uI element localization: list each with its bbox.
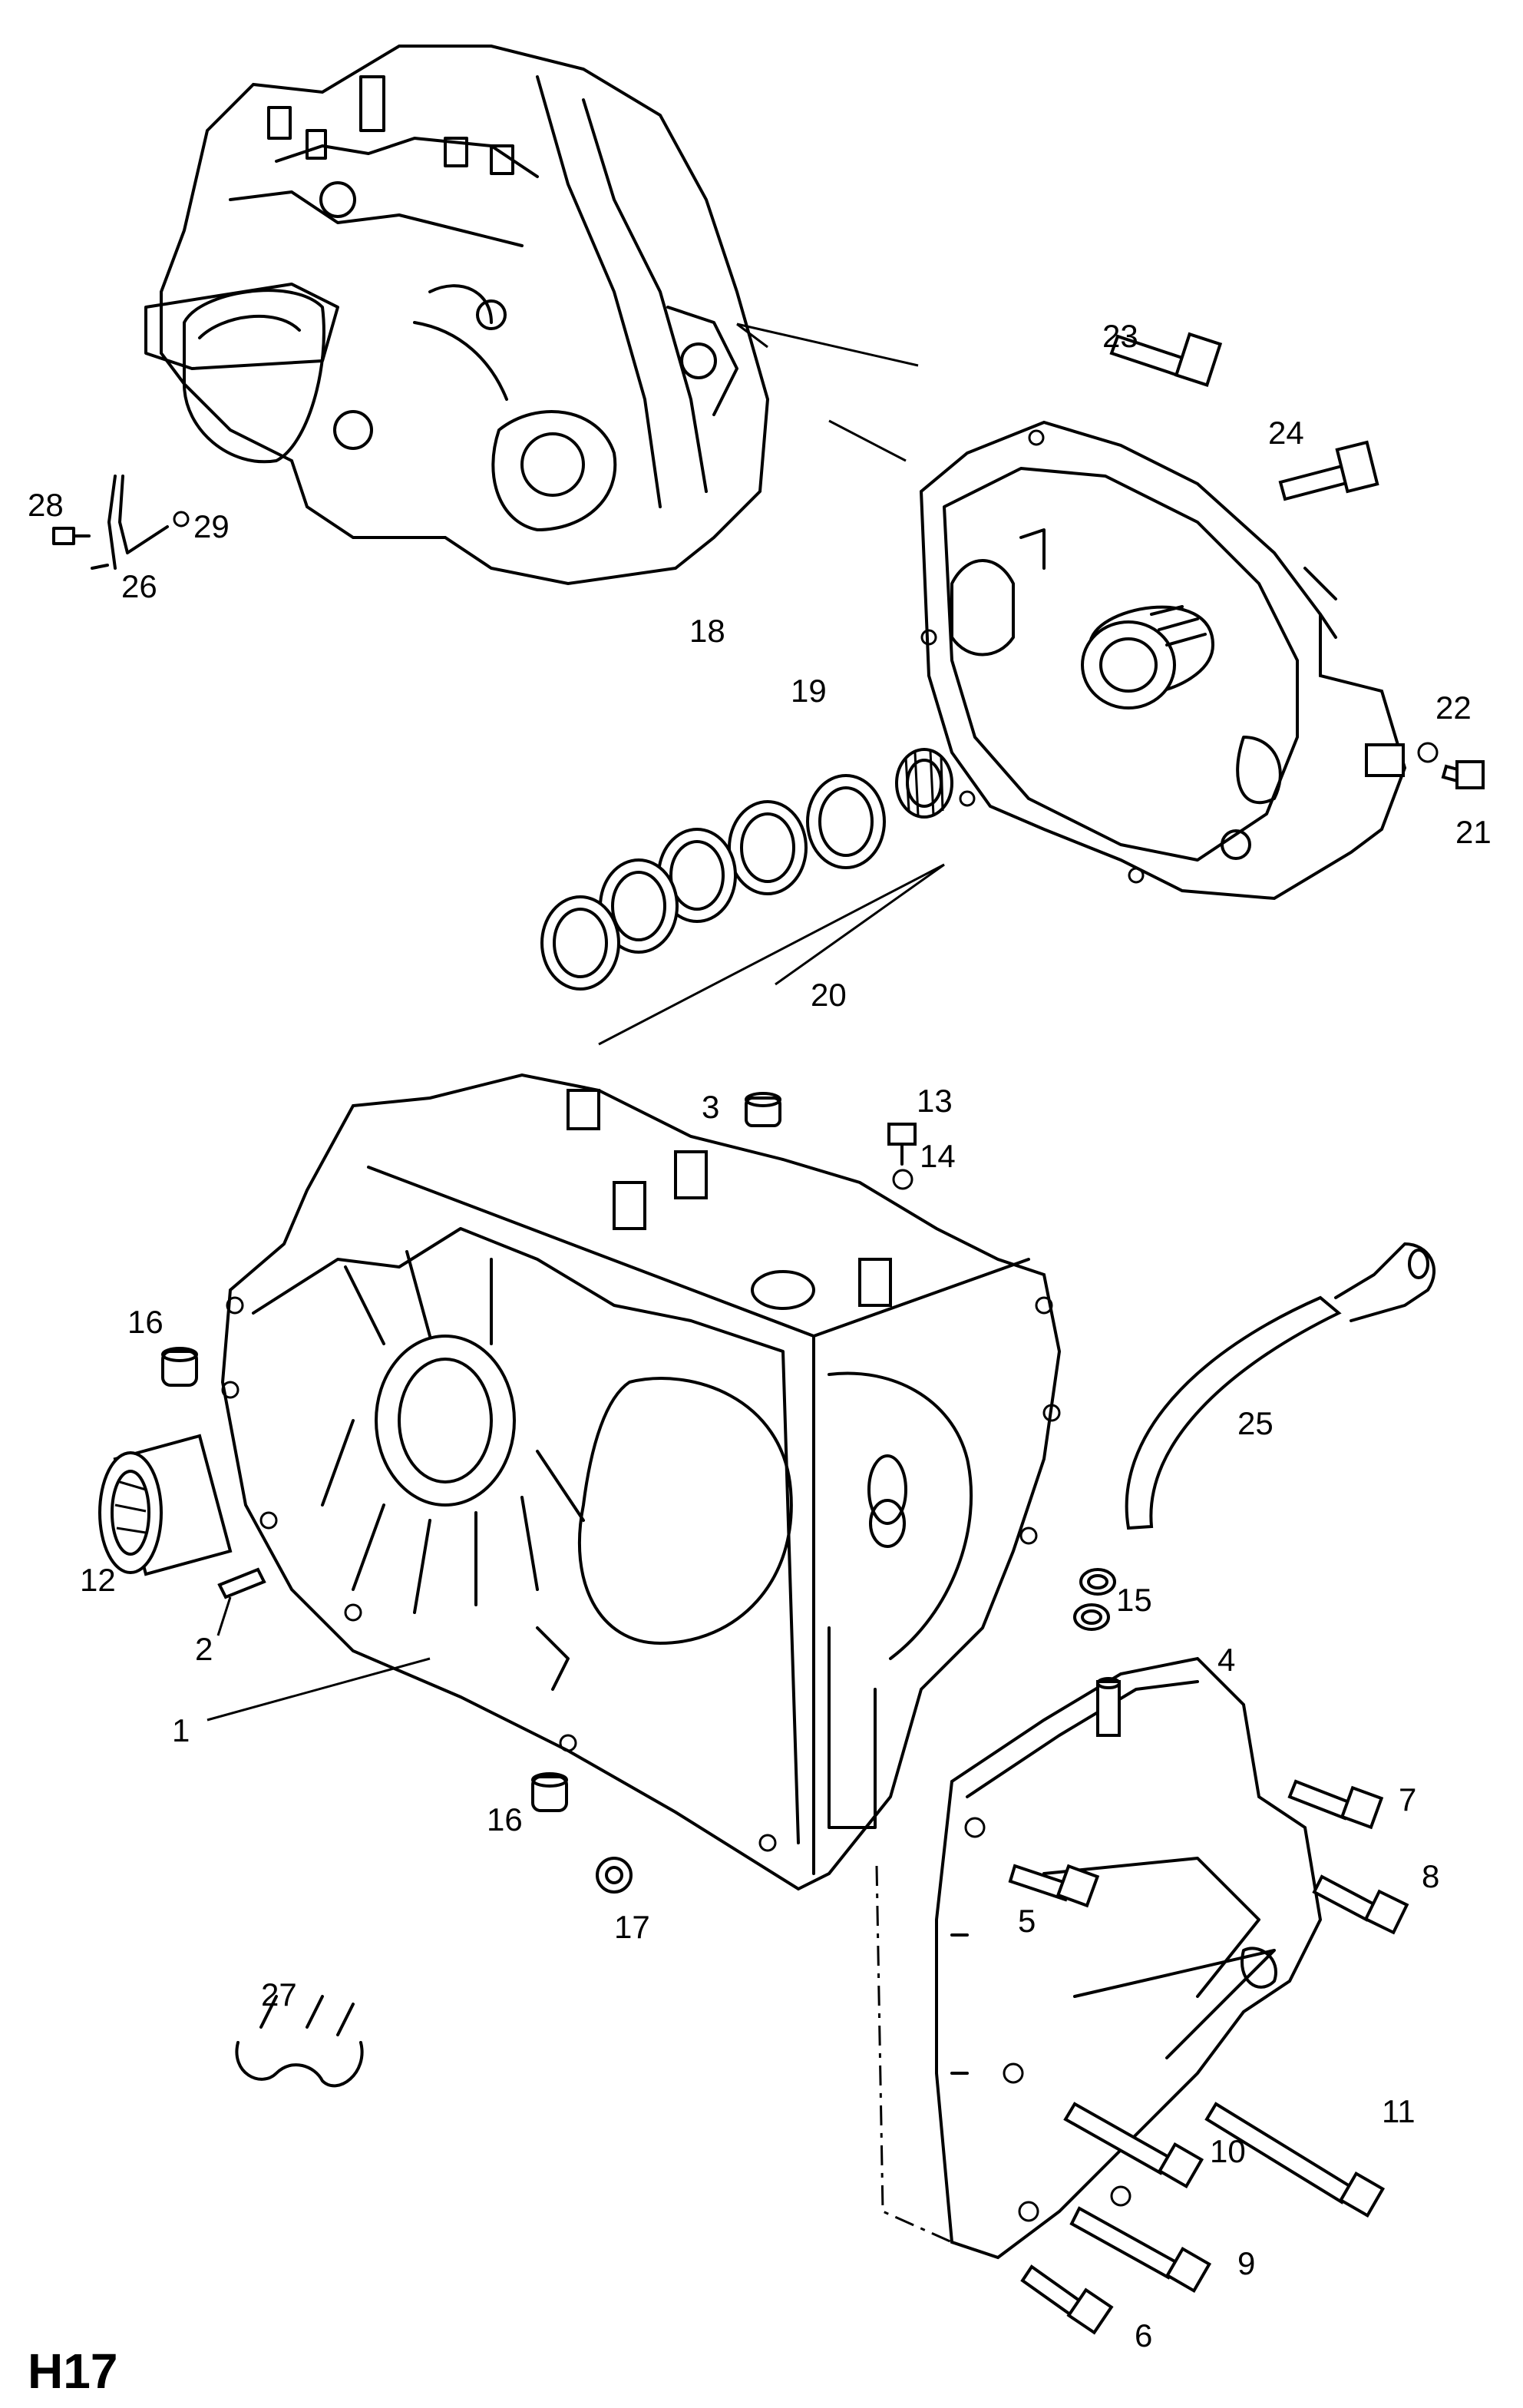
shims-20 <box>540 774 886 991</box>
dowel-pin-2 <box>217 1567 266 1599</box>
needle-bearing-19 <box>895 748 953 819</box>
bolt-6 <box>1020 2264 1114 2335</box>
callout-17: 17 <box>614 1909 650 1945</box>
callout-27: 27 <box>261 1976 297 2013</box>
callout-6: 6 <box>1135 2317 1152 2353</box>
bolt-10 <box>1063 2102 1204 2189</box>
bolt-5 <box>1008 1864 1100 1908</box>
o-ring-29 <box>173 511 190 528</box>
callout-22: 22 <box>1435 690 1472 726</box>
o-ring-14 <box>892 1169 913 1190</box>
bolt-9 <box>1069 2206 1212 2294</box>
page-reference: H17 <box>28 2344 117 2399</box>
callout-13: 13 <box>917 1083 953 1119</box>
bolt-11 <box>1204 2102 1386 2218</box>
side-cover-4 <box>935 1656 1323 2260</box>
callout-2: 2 <box>195 1631 213 1667</box>
breather-hose-25 <box>1125 1242 1436 1530</box>
bolt-23 <box>1109 332 1223 387</box>
bearing-12 <box>98 1434 233 1576</box>
seals-15 <box>1073 1568 1116 1631</box>
callout-5: 5 <box>1018 1903 1036 1939</box>
callout-7: 7 <box>1399 1781 1416 1818</box>
sleeve-16-upper <box>161 1347 198 1387</box>
callout-labels: 1 2 3 4 5 6 7 8 9 10 11 12 13 14 15 16 1… <box>28 318 1492 2353</box>
transmission-housing-1 <box>220 1073 1062 1891</box>
transmission-assembly-drawing <box>144 45 770 586</box>
callout-1: 1 <box>172 1712 190 1748</box>
rear-cover-18 <box>919 420 1407 901</box>
callout-11: 11 <box>1382 2093 1416 2129</box>
callout-16-lower: 16 <box>487 1801 523 1837</box>
clip-27 <box>235 1995 364 2088</box>
callout-12: 12 <box>80 1562 116 1598</box>
callout-3: 3 <box>702 1089 719 1125</box>
bolt-21 <box>1441 760 1485 789</box>
callout-15: 15 <box>1116 1582 1152 1618</box>
callout-4: 4 <box>1217 1642 1235 1678</box>
dipstick-tube-26 <box>91 475 169 570</box>
callout-24: 24 <box>1268 415 1304 451</box>
bolt-13 <box>887 1123 917 1166</box>
bolt-8 <box>1312 1874 1409 1935</box>
callout-23: 23 <box>1102 318 1138 354</box>
o-ring-22 <box>1417 742 1439 763</box>
leader-lines <box>206 322 945 1722</box>
callout-29: 29 <box>193 508 230 544</box>
callout-19: 19 <box>791 673 827 709</box>
callout-18: 18 <box>689 613 725 649</box>
callout-16-upper: 16 <box>127 1304 164 1340</box>
callout-20: 20 <box>811 977 847 1013</box>
bolt-28 <box>52 527 91 545</box>
callout-14: 14 <box>920 1138 956 1174</box>
callout-25: 25 <box>1237 1405 1274 1441</box>
seal-17 <box>596 1857 633 1894</box>
callout-21: 21 <box>1455 814 1492 850</box>
callout-10: 10 <box>1210 2133 1246 2169</box>
callout-26: 26 <box>121 568 157 604</box>
sleeve-16-lower <box>531 1772 568 1812</box>
callout-28: 28 <box>28 487 64 523</box>
callout-8: 8 <box>1422 1858 1439 1894</box>
bolt-7 <box>1287 1779 1384 1830</box>
callout-9: 9 <box>1237 2245 1255 2281</box>
bolt-24 <box>1278 440 1379 501</box>
plug-3 <box>745 1092 781 1127</box>
